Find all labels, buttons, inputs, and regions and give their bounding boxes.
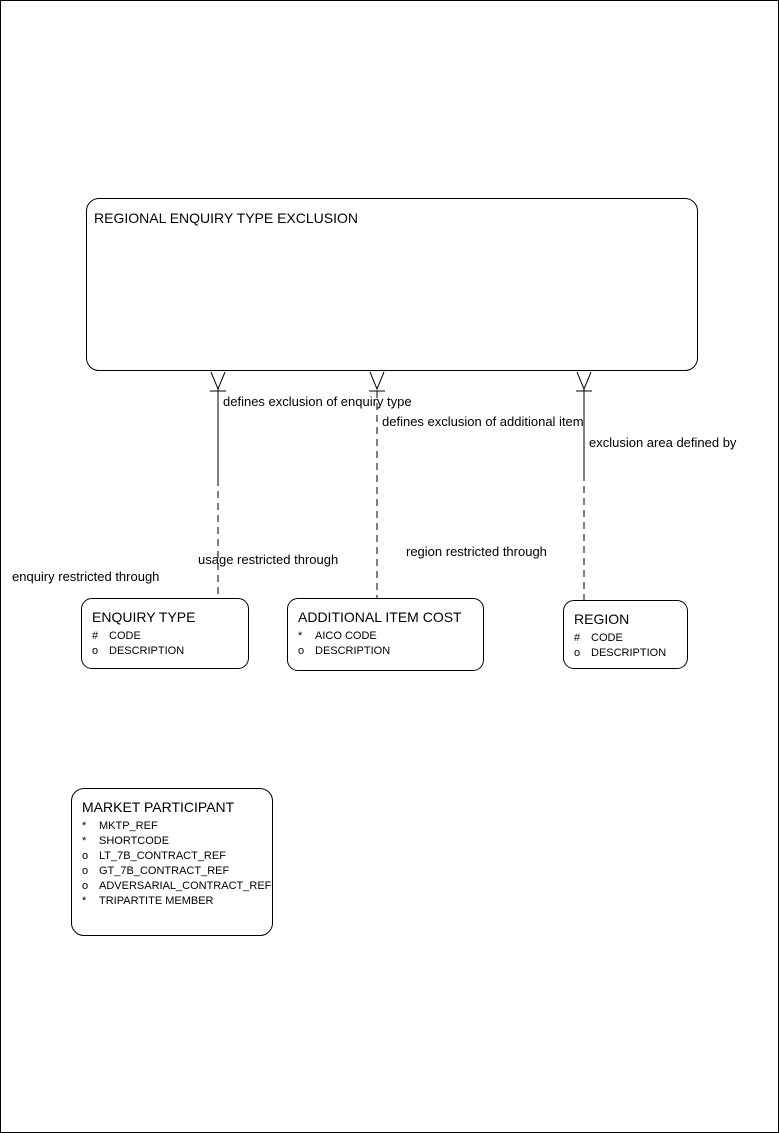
attribute-row: # CODE [92,629,248,644]
crows-foot-icon [369,371,385,391]
attribute-name: CODE [591,632,623,644]
attribute-prefix: * [298,630,303,642]
relationship-label-exclusion-area-defined-by: exclusion area defined by [589,435,737,450]
attribute-name: DESCRIPTION [591,647,667,659]
relationship-label-defines-exclusion-of-additional-item: defines exclusion of additional item [382,414,584,429]
relationship-label-enquiry-restricted-through: enquiry restricted through [12,569,160,584]
entity-title: ADDITIONAL ITEM COST [298,609,462,625]
attribute-name: GT_7B_CONTRACT_REF [99,865,230,877]
attribute-row: * MKTP_REF [82,819,272,834]
attribute-name: TRIPARTITE MEMBER [99,895,214,907]
attribute-row: o DESCRIPTION [574,646,687,661]
relationship-label-region-restricted-through: region restricted through [406,544,547,559]
attribute-prefix: # [92,630,99,642]
relationship-line-additional-item-cost [369,371,385,598]
attribute-prefix: o [574,647,581,659]
attribute-row: * TRIPARTITE MEMBER [82,894,272,909]
attribute-prefix: o [298,645,305,657]
attribute-row: o DESCRIPTION [92,644,248,659]
entity-enquiry-type: ENQUIRY TYPE # CODE o DESCRIPTION [81,598,249,669]
attribute-row: o GT_7B_CONTRACT_REF [82,864,272,879]
crows-foot-icon [576,371,592,391]
attribute-prefix: o [92,645,99,657]
entity-title: REGION [574,611,630,627]
attribute-prefix: o [82,880,89,892]
attribute-prefix: * [82,820,87,832]
entity-title: MARKET PARTICIPANT [82,799,235,815]
entity-regional-enquiry-type-exclusion: REGIONAL ENQUIRY TYPE EXCLUSION [86,198,698,371]
relationship-label-defines-exclusion-of-enquiry-type: defines exclusion of enquiry type [223,394,412,409]
attribute-name: ADVERSARIAL_CONTRACT_REF [99,880,272,892]
relationship-line-enquiry-type [210,371,226,598]
relationship-line-region [576,371,592,600]
attribute-prefix: o [82,865,89,877]
attribute-prefix: o [82,850,89,862]
attribute-prefix: # [574,632,581,644]
attribute-row: * AICO CODE [298,629,483,644]
relationship-label-usage-restricted-through: usage restricted through [198,552,339,567]
attribute-name: DESCRIPTION [109,645,185,657]
attribute-prefix: * [82,895,87,907]
attribute-row: o ADVERSARIAL_CONTRACT_REF [82,879,272,894]
entity-additional-item-cost: ADDITIONAL ITEM COST * AICO CODE o DESCRIP… [287,598,484,671]
attribute-name: AICO CODE [315,630,377,642]
attribute-row: # CODE [574,631,687,646]
attribute-name: MKTP_REF [99,820,158,832]
attribute-name: DESCRIPTION [315,645,391,657]
attribute-row: * SHORTCODE [82,834,272,849]
attribute-name: SHORTCODE [99,835,170,847]
crows-foot-icon [210,371,226,391]
entity-title: REGIONAL ENQUIRY TYPE EXCLUSION [94,210,359,226]
entity-title: ENQUIRY TYPE [92,609,196,625]
attribute-name: LT_7B_CONTRACT_REF [99,850,226,862]
attribute-prefix: * [82,835,87,847]
attribute-row: o LT_7B_CONTRACT_REF [82,849,272,864]
attribute-name: CODE [109,630,141,642]
entity-market-participant: MARKET PARTICIPANT *MKTP_REF *SHORTCODE … [71,788,273,936]
attribute-row: o DESCRIPTION [298,644,483,659]
entity-region: REGION # CODE o DESCRIPTION [563,600,688,669]
